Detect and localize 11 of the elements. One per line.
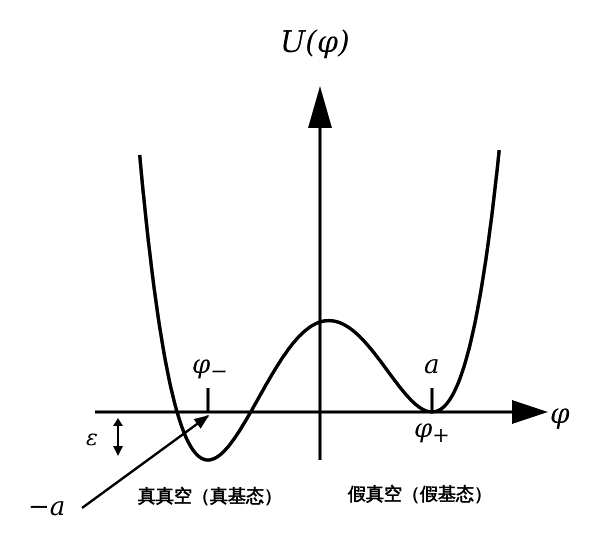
tick-label: a [424, 352, 440, 378]
region-label: 假真空（假基态） [348, 486, 492, 504]
arrow [81, 415, 210, 509]
axis-label: U(φ) [280, 28, 350, 58]
energy-label: ε [86, 428, 98, 450]
tick-label: φ$_{−}$ [192, 352, 228, 382]
tick-label: φ$_{+}$ [414, 416, 450, 446]
axis-label: φ [550, 400, 570, 428]
callout-label: −a [28, 494, 66, 520]
tick-mark [206, 388, 210, 412]
region-label: 真真空（真基态） [138, 488, 282, 506]
